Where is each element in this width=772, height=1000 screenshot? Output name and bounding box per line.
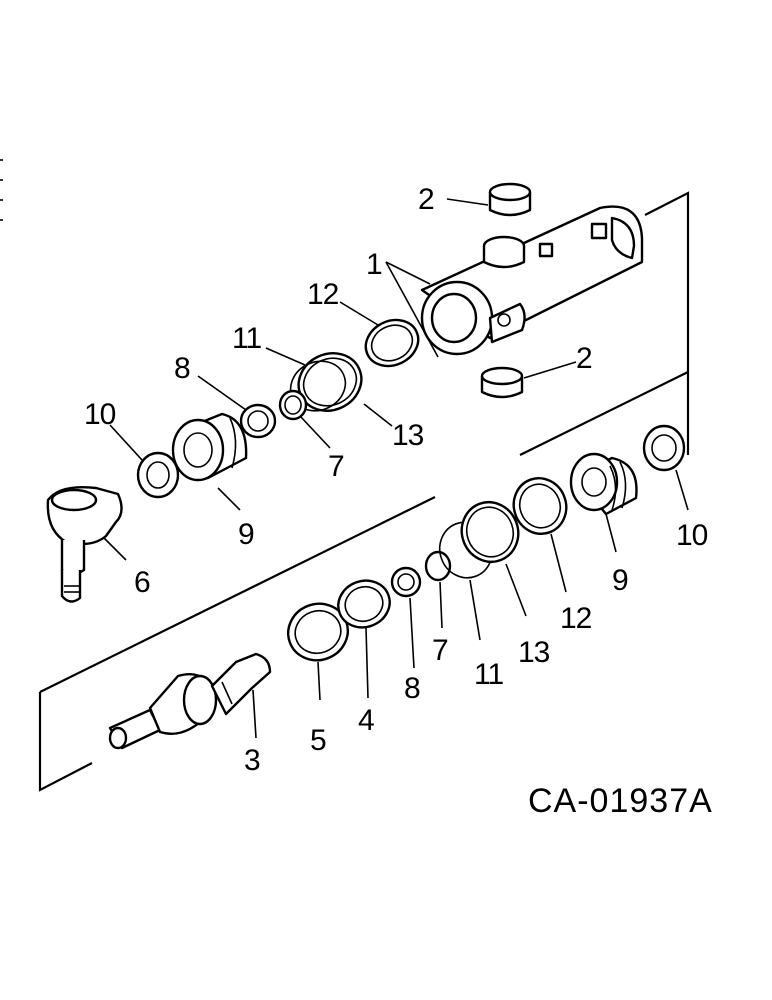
ring-12-lower — [512, 477, 568, 535]
label-1: 1 — [366, 248, 382, 281]
label-7-upper: 7 — [328, 450, 344, 483]
drawing-code: CA-01937A — [528, 782, 713, 820]
wiper-5 — [287, 602, 349, 662]
label-12-upper: 12 — [307, 278, 339, 311]
label-2-bottom: 2 — [576, 342, 592, 375]
cylinder-body — [420, 205, 644, 356]
oring-7-lower — [424, 550, 452, 582]
gland-9-lower — [569, 452, 638, 516]
label-4: 4 — [358, 704, 374, 737]
ring-12-upper — [364, 318, 420, 368]
oring-7-upper — [278, 389, 308, 421]
label-5: 5 — [310, 724, 326, 757]
label-10-right: 10 — [676, 519, 708, 552]
label-9-upper: 9 — [238, 518, 254, 551]
leader-lines — [103, 198, 689, 739]
gland-9-upper — [171, 412, 248, 482]
label-7-lower: 7 — [432, 634, 448, 667]
label-9-lower: 9 — [612, 564, 628, 597]
label-2-top: 2 — [418, 183, 434, 216]
label-8-lower: 8 — [404, 672, 420, 705]
washer-8-upper — [239, 403, 277, 439]
edge-marks — [0, 159, 3, 221]
label-11-lower: 11 — [474, 658, 503, 691]
seal-10-lower — [642, 424, 686, 472]
washer-8-lower — [390, 566, 422, 598]
seal-4 — [337, 579, 391, 629]
label-11-upper: 11 — [232, 322, 261, 355]
label-13-upper: 13 — [392, 419, 424, 452]
label-8-upper: 8 — [174, 352, 190, 385]
seal-10-upper — [136, 451, 180, 499]
exploded-view-frame — [38, 191, 690, 792]
callout-labels: 2 1 2 12 11 8 10 13 7 9 6 3 5 4 8 7 11 1… — [84, 183, 709, 777]
bushing-top — [488, 182, 532, 217]
snap-ring-13-lower — [460, 501, 520, 563]
bushing-bottom — [480, 366, 524, 399]
label-3: 3 — [244, 744, 260, 777]
label-10-left: 10 — [84, 398, 116, 431]
snap-ring-13-upper — [297, 352, 363, 412]
label-6: 6 — [134, 566, 150, 599]
label-12-lower: 12 — [560, 602, 592, 635]
piston-rod-3 — [108, 652, 272, 750]
label-13-lower: 13 — [518, 636, 550, 669]
rod-end-6 — [46, 486, 123, 603]
